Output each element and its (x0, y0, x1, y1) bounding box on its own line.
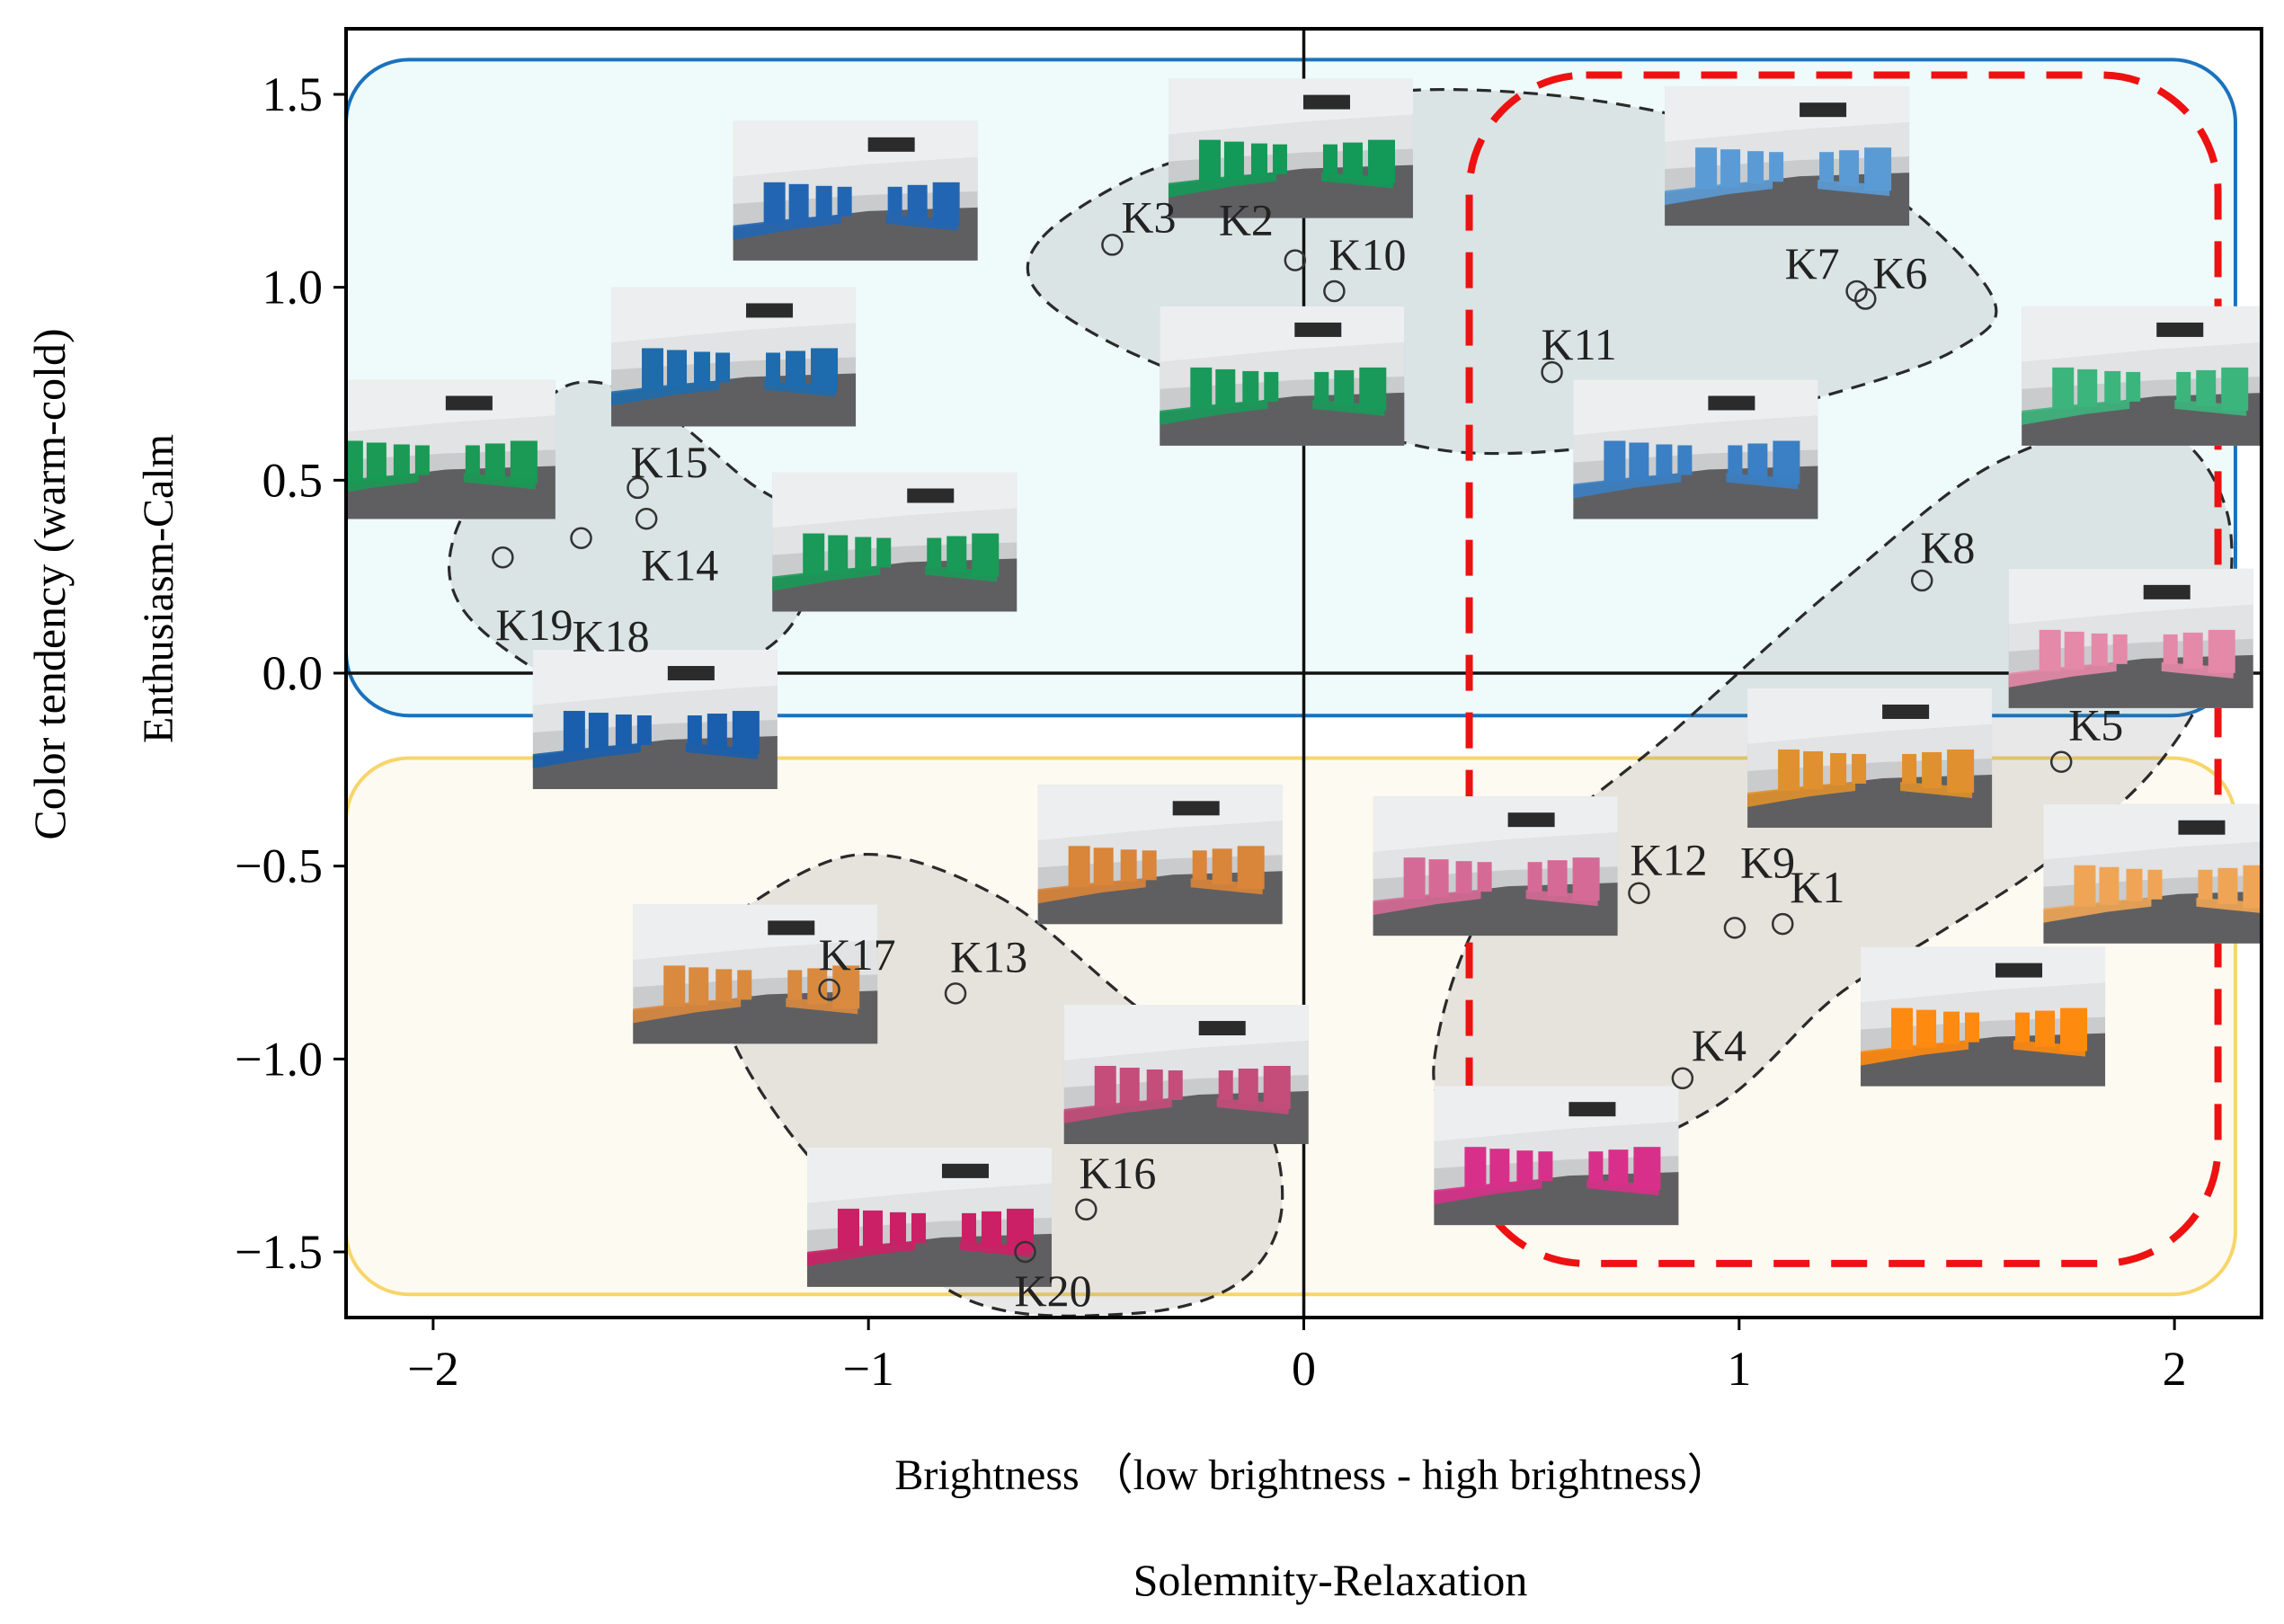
y-tick-label: 0.5 (262, 453, 324, 507)
point-k9 (1723, 917, 1746, 939)
point-label: K5 (2068, 700, 2123, 750)
point-k10 (1323, 280, 1346, 303)
point-k8 (1910, 569, 1933, 592)
point-label: K13 (950, 931, 1027, 981)
x-tick-label: −2 (407, 1342, 458, 1396)
point-label: K15 (630, 437, 707, 487)
interior-thumbnail (1861, 946, 2106, 1087)
y-axis-label: Color tendency (warm-cold) (24, 328, 75, 839)
point-k2 (1284, 249, 1307, 271)
point-label: K18 (573, 611, 650, 661)
interior-thumbnail (1160, 306, 1405, 446)
point-k15 (627, 476, 649, 500)
point-k13 (944, 982, 967, 1005)
interior-thumbnail (772, 472, 1018, 612)
point-label: K3 (1121, 191, 1176, 242)
interior-thumbnail (611, 287, 857, 427)
point-label: K10 (1329, 229, 1406, 280)
point-label: K9 (1740, 837, 1795, 887)
point-label: K6 (1872, 248, 1927, 298)
point-label-layer: K1K2K3K4K5K6K7K8K9K10K11K12K13K14K15K16K… (495, 191, 2123, 1316)
x-axis-label-secondary: Solemnity-Relaxation (1133, 1555, 1528, 1605)
y-axis-label-secondary: Enthusiasm-Calm (135, 434, 182, 743)
point-label: K2 (1219, 195, 1274, 245)
interior-thumbnail (532, 650, 778, 790)
y-tick-label: 1.0 (262, 261, 324, 315)
interior-thumbnail (2022, 306, 2262, 446)
point-k14 (635, 508, 658, 530)
point-k18 (570, 527, 592, 549)
interior-thumbnail (1434, 1086, 1679, 1226)
interior-thumbnail (806, 1147, 1052, 1287)
point-k19 (492, 546, 514, 569)
point-label: K16 (1079, 1148, 1156, 1198)
point-k17 (818, 978, 840, 1001)
interior-thumbnail (1747, 688, 1993, 828)
point-k5 (2049, 750, 2073, 773)
point-label: K4 (1692, 1020, 1746, 1070)
point-label: K1 (1790, 862, 1844, 912)
point-label: K8 (1920, 522, 1975, 572)
tick-layer: −2 −1 0 1 2 1.5 1.0 0.5 0.0 −0.5 −1.0 −1.5 (235, 67, 2187, 1396)
interior-thumbnail (733, 120, 978, 261)
point-label: K7 (1785, 238, 1840, 288)
point-label: K14 (641, 539, 718, 590)
point-label: K11 (1542, 319, 1617, 369)
point-label: K12 (1630, 835, 1707, 885)
point-k4 (1671, 1067, 1694, 1090)
x-tick-label: 2 (2163, 1342, 2187, 1396)
x-tick-label: 0 (1292, 1342, 1316, 1396)
point-label: K20 (1015, 1265, 1092, 1316)
interior-thumbnail (1063, 1005, 1309, 1145)
point-layer (492, 234, 2073, 1264)
y-tick-label: −0.5 (235, 839, 323, 893)
x-tick-label: −1 (842, 1342, 893, 1396)
y-tick-label: −1.0 (235, 1032, 323, 1086)
interior-thumbnail (1037, 785, 1283, 925)
interior-thumbnail (346, 379, 555, 519)
thumbnail-layer (346, 78, 2262, 1287)
point-k16 (1075, 1198, 1098, 1221)
y-tick-label: 1.5 (262, 67, 324, 121)
interior-thumbnail (1373, 796, 1618, 936)
point-label: K17 (819, 929, 896, 980)
interior-thumbnail (2008, 568, 2253, 708)
x-axis-label: Brightness （low brightness - high bright… (894, 1451, 1729, 1499)
interior-thumbnail (2043, 803, 2262, 944)
point-k11 (1541, 360, 1563, 384)
interior-thumbnail (1573, 379, 1818, 519)
interior-thumbnail (1168, 78, 1413, 218)
point-k1 (1772, 912, 1794, 936)
point-k12 (1628, 882, 1650, 904)
point-k3 (1101, 234, 1124, 256)
interior-thumbnail (633, 904, 878, 1044)
y-tick-label: −1.5 (235, 1225, 323, 1279)
point-k20 (1014, 1240, 1036, 1264)
y-tick-label: 0.0 (262, 646, 324, 700)
point-k7 (1845, 280, 1868, 303)
x-tick-label: 1 (1727, 1342, 1751, 1396)
interior-thumbnail (1665, 86, 1910, 226)
point-label: K19 (495, 599, 573, 650)
